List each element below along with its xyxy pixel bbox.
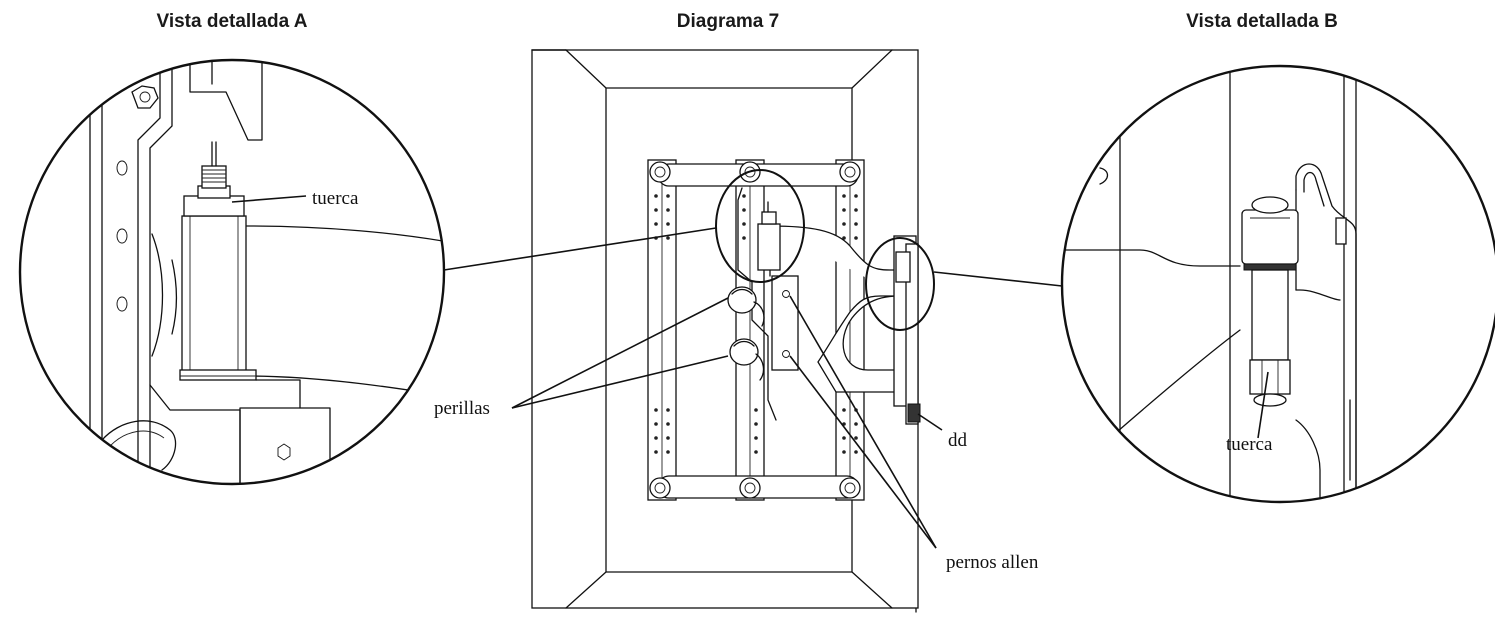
label-tuerca-b: tuerca xyxy=(1226,434,1273,455)
main-diagram xyxy=(531,49,935,613)
label-pernos-allen: pernos allen xyxy=(946,552,1039,573)
detail-view-a xyxy=(18,58,446,486)
leader-perillas-2 xyxy=(511,355,729,409)
pivot-cylinder xyxy=(181,215,247,375)
rail-hole xyxy=(116,160,128,176)
callout-circle-b xyxy=(865,237,935,331)
leader-pernos-1 xyxy=(789,295,937,549)
leader-tuerca-b xyxy=(1257,371,1269,439)
label-dd: dd xyxy=(948,430,968,451)
dd-screw xyxy=(907,403,921,423)
allen-bolt-icon xyxy=(782,290,790,298)
knob-icon xyxy=(727,286,765,327)
detail-view-b xyxy=(1060,64,1495,504)
callout-circle-a xyxy=(715,169,805,283)
title-diagram: Diagrama 7 xyxy=(677,11,779,32)
connector-line-b xyxy=(933,271,1063,287)
leader-tuerca-a xyxy=(231,195,307,203)
allen-bolt-icon xyxy=(782,350,790,358)
knob-icon xyxy=(729,338,765,381)
nut-shape xyxy=(1249,359,1291,395)
leader-pernos-2 xyxy=(789,355,937,549)
nut-shape xyxy=(183,195,245,217)
vertical-rail xyxy=(735,159,765,501)
connector-line-a xyxy=(443,227,717,271)
hinge-shaft xyxy=(1251,269,1289,361)
title-detail-b: Vista detallada B xyxy=(1186,11,1338,32)
title-detail-a: Vista detallada A xyxy=(156,11,307,32)
label-tuerca-a: tuerca xyxy=(312,188,359,209)
rail-hole xyxy=(116,296,128,312)
vertical-rail xyxy=(647,159,677,501)
threaded-rod xyxy=(201,141,227,189)
leader-perillas-1 xyxy=(511,297,729,409)
rail-hole xyxy=(116,228,128,244)
leader-dd xyxy=(917,413,943,431)
hex-bolt-icon xyxy=(131,85,159,109)
label-perillas: perillas xyxy=(434,398,490,419)
